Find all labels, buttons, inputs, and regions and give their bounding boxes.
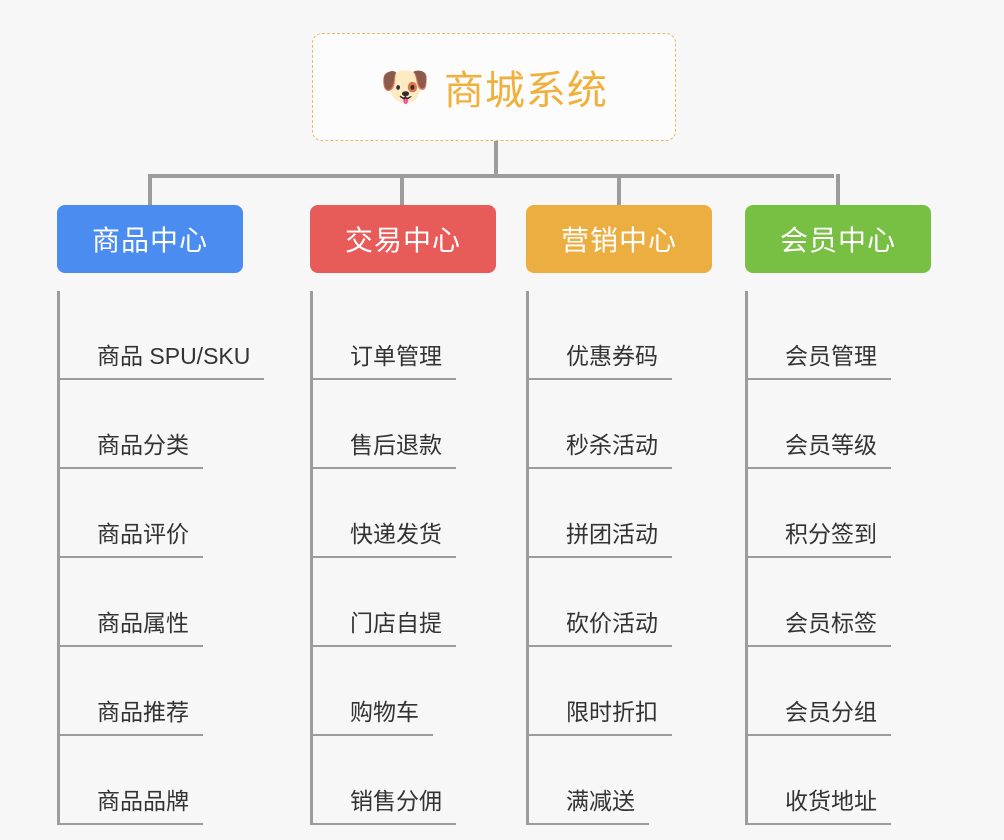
leaf-label: 会员分组	[748, 693, 891, 736]
connector-drop-3	[617, 174, 621, 206]
leaf-list-member-center: 会员管理 会员等级 积分签到 会员标签 会员分组 收货地址	[745, 291, 930, 825]
leaf-item[interactable]: 商品分类	[60, 380, 287, 469]
leaf-item[interactable]: 门店自提	[313, 558, 495, 647]
leaf-label: 积分签到	[748, 515, 891, 558]
leaf-label: 销售分佣	[313, 782, 456, 825]
leaf-item[interactable]: 收货地址	[748, 736, 930, 825]
root-node[interactable]: 🐶 商城系统	[312, 33, 676, 141]
leaf-item[interactable]: 会员等级	[748, 380, 930, 469]
leaf-item[interactable]: 会员分组	[748, 647, 930, 736]
leaf-item[interactable]: 商品品牌	[60, 736, 287, 825]
leaf-label: 商品属性	[60, 604, 203, 647]
leaf-item[interactable]: 购物车	[313, 647, 495, 736]
leaf-item[interactable]: 积分签到	[748, 469, 930, 558]
leaf-list-trade-center: 订单管理 售后退款 快递发货 门店自提 购物车 销售分佣	[310, 291, 495, 825]
branch-marketing-center: 营销中心 优惠券码 秒杀活动 拼团活动 砍价活动 限时折扣 满减送	[526, 205, 712, 825]
leaf-item[interactable]: 会员标签	[748, 558, 930, 647]
category-header-trade-center[interactable]: 交易中心	[310, 205, 496, 273]
category-header-label: 营销中心	[560, 225, 677, 256]
leaf-item[interactable]: 砍价活动	[529, 558, 711, 647]
dog-face-icon: 🐶	[380, 65, 430, 109]
connector-drop-2	[400, 174, 404, 206]
leaf-label: 商品推荐	[60, 693, 203, 736]
category-header-label: 交易中心	[344, 225, 461, 256]
leaf-label: 购物车	[313, 693, 433, 736]
leaf-item[interactable]: 优惠券码	[529, 291, 711, 380]
leaf-label: 限时折扣	[529, 693, 672, 736]
root-title: 商城系统	[443, 69, 608, 113]
leaf-item[interactable]: 售后退款	[313, 380, 495, 469]
leaf-label: 拼团活动	[529, 515, 672, 558]
leaf-item[interactable]: 限时折扣	[529, 647, 711, 736]
leaf-label: 商品分类	[60, 426, 203, 469]
leaf-label: 订单管理	[313, 337, 456, 380]
category-header-label: 商品中心	[91, 225, 208, 256]
leaf-item[interactable]: 商品属性	[60, 558, 287, 647]
connector-root-stem	[494, 141, 498, 177]
leaf-item[interactable]: 订单管理	[313, 291, 495, 380]
leaf-item[interactable]: 满减送	[529, 736, 711, 825]
connector-drop-4	[836, 174, 840, 206]
leaf-label: 会员管理	[748, 337, 891, 380]
leaf-label: 门店自提	[313, 604, 456, 647]
branch-member-center: 会员中心 会员管理 会员等级 积分签到 会员标签 会员分组 收货地址	[745, 205, 931, 825]
category-header-marketing-center[interactable]: 营销中心	[526, 205, 712, 273]
leaf-item[interactable]: 商品推荐	[60, 647, 287, 736]
leaf-label: 快递发货	[313, 515, 456, 558]
category-header-product-center[interactable]: 商品中心	[57, 205, 243, 273]
leaf-label: 满减送	[529, 782, 649, 825]
leaf-label: 会员等级	[748, 426, 891, 469]
connector-drop-1	[148, 174, 152, 206]
category-header-member-center[interactable]: 会员中心	[745, 205, 931, 273]
branch-product-center: 商品中心 商品 SPU/SKU 商品分类 商品评价 商品属性 商品推荐 商品品牌	[57, 205, 287, 825]
leaf-item[interactable]: 会员管理	[748, 291, 930, 380]
leaf-list-product-center: 商品 SPU/SKU 商品分类 商品评价 商品属性 商品推荐 商品品牌	[57, 291, 287, 825]
leaf-label: 商品品牌	[60, 782, 203, 825]
leaf-item[interactable]: 快递发货	[313, 469, 495, 558]
leaf-label: 会员标签	[748, 604, 891, 647]
leaf-item[interactable]: 销售分佣	[313, 736, 495, 825]
leaf-label: 优惠券码	[529, 337, 672, 380]
leaf-item[interactable]: 拼团活动	[529, 469, 711, 558]
leaf-item[interactable]: 商品 SPU/SKU	[60, 291, 287, 380]
leaf-item[interactable]: 秒杀活动	[529, 380, 711, 469]
leaf-list-marketing-center: 优惠券码 秒杀活动 拼团活动 砍价活动 限时折扣 满减送	[526, 291, 711, 825]
leaf-label: 商品评价	[60, 515, 203, 558]
leaf-label: 砍价活动	[529, 604, 672, 647]
leaf-label: 售后退款	[313, 426, 456, 469]
branch-trade-center: 交易中心 订单管理 售后退款 快递发货 门店自提 购物车 销售分佣	[310, 205, 496, 825]
leaf-item[interactable]: 商品评价	[60, 469, 287, 558]
connector-horizontal-bus	[148, 174, 834, 178]
leaf-label: 秒杀活动	[529, 426, 672, 469]
leaf-label: 商品 SPU/SKU	[60, 337, 265, 380]
leaf-label: 收货地址	[748, 782, 891, 825]
category-header-label: 会员中心	[779, 225, 896, 256]
